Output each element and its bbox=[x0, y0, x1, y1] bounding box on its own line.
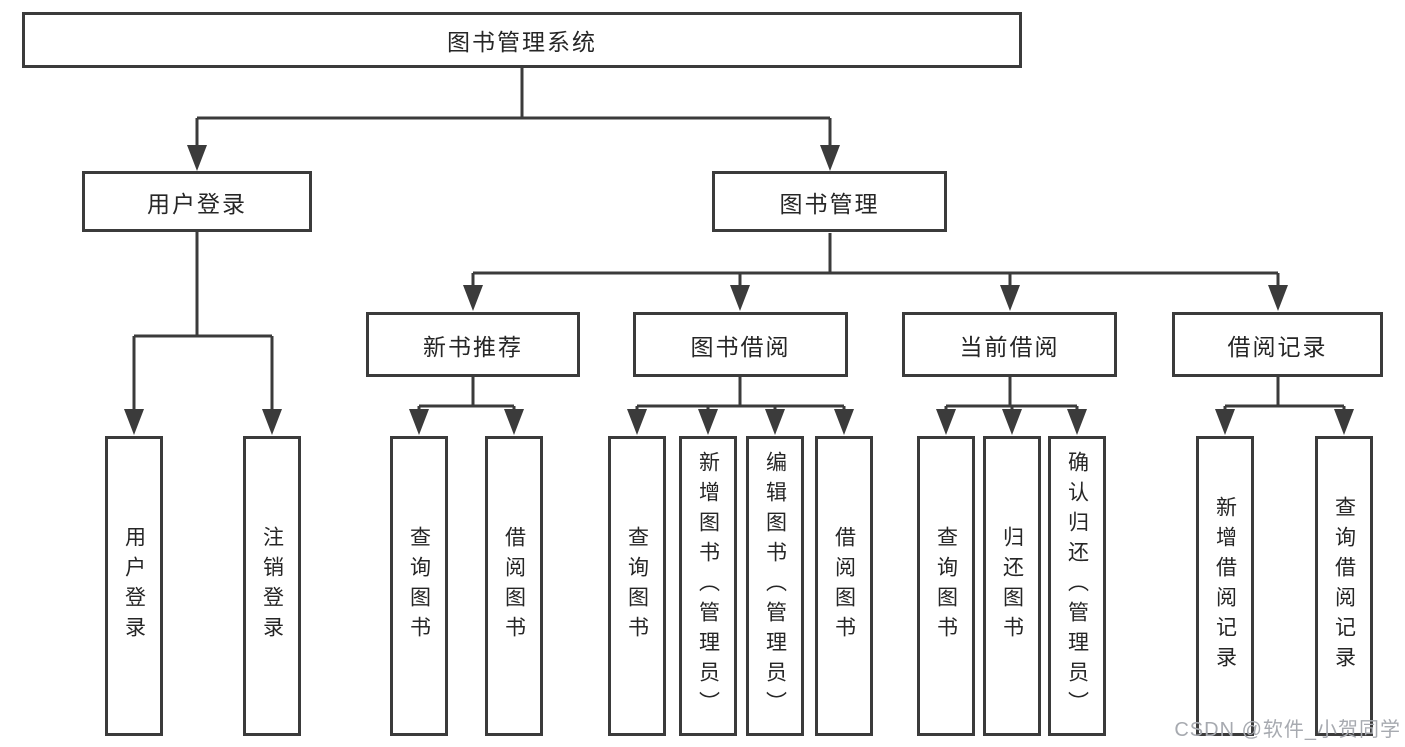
leaf-borrow-books-1: 借阅图书 bbox=[485, 436, 543, 736]
leaf-confirm-return-admin: 确认归还（管理员） bbox=[1048, 436, 1106, 736]
node-current-borrow: 当前借阅 bbox=[902, 312, 1117, 377]
node-label: 确认归还（管理员） bbox=[1065, 451, 1089, 721]
node-label: 借阅图书 bbox=[832, 526, 856, 646]
csdn-watermark: CSDN @软件_小贺同学 bbox=[1174, 719, 1401, 741]
leaf-edit-book-admin: 编辑图书（管理员） bbox=[746, 436, 804, 736]
node-label: 新增图书（管理员） bbox=[696, 451, 720, 721]
node-label: 注销登录 bbox=[260, 526, 284, 646]
node-label: 查询借阅记录 bbox=[1332, 496, 1356, 676]
arrowheads bbox=[124, 145, 1354, 435]
node-label: 编辑图书（管理员） bbox=[763, 451, 787, 721]
leaf-logout: 注销登录 bbox=[243, 436, 301, 736]
node-label: 查询图书 bbox=[934, 526, 958, 646]
node-label: 查询图书 bbox=[407, 526, 431, 646]
node-label: 用户登录 bbox=[122, 526, 146, 646]
node-user-login: 用户登录 bbox=[82, 171, 312, 232]
node-root: 图书管理系统 bbox=[22, 12, 1022, 68]
node-label: 查询图书 bbox=[625, 526, 649, 646]
node-label: 图书管理系统 bbox=[447, 29, 597, 55]
node-label: 归还图书 bbox=[1000, 526, 1024, 646]
leaf-query-books-2: 查询图书 bbox=[608, 436, 666, 736]
node-label: 图书管理 bbox=[779, 190, 880, 217]
leaf-borrow-books-2: 借阅图书 bbox=[815, 436, 873, 736]
leaf-user-login: 用户登录 bbox=[105, 436, 163, 736]
leaf-query-books-1: 查询图书 bbox=[390, 436, 448, 736]
node-borrow-records: 借阅记录 bbox=[1172, 312, 1383, 377]
node-label: 用户登录 bbox=[147, 190, 247, 217]
leaf-add-book-admin: 新增图书（管理员） bbox=[679, 436, 737, 736]
node-book-management: 图书管理 bbox=[712, 171, 947, 232]
node-label: 当前借阅 bbox=[959, 333, 1060, 360]
node-label: 新增借阅记录 bbox=[1213, 496, 1237, 676]
node-label: 新书推荐 bbox=[423, 333, 523, 360]
leaf-query-books-3: 查询图书 bbox=[917, 436, 975, 736]
leaf-query-borrow-record: 查询借阅记录 bbox=[1315, 436, 1373, 736]
node-label: 借阅记录 bbox=[1227, 333, 1328, 360]
node-book-borrow: 图书借阅 bbox=[633, 312, 848, 377]
leaf-add-borrow-record: 新增借阅记录 bbox=[1196, 436, 1254, 736]
node-label: 图书借阅 bbox=[690, 333, 791, 360]
leaf-return-book: 归还图书 bbox=[983, 436, 1041, 736]
node-label: 借阅图书 bbox=[502, 526, 526, 646]
node-new-book-recommend: 新书推荐 bbox=[366, 312, 580, 377]
